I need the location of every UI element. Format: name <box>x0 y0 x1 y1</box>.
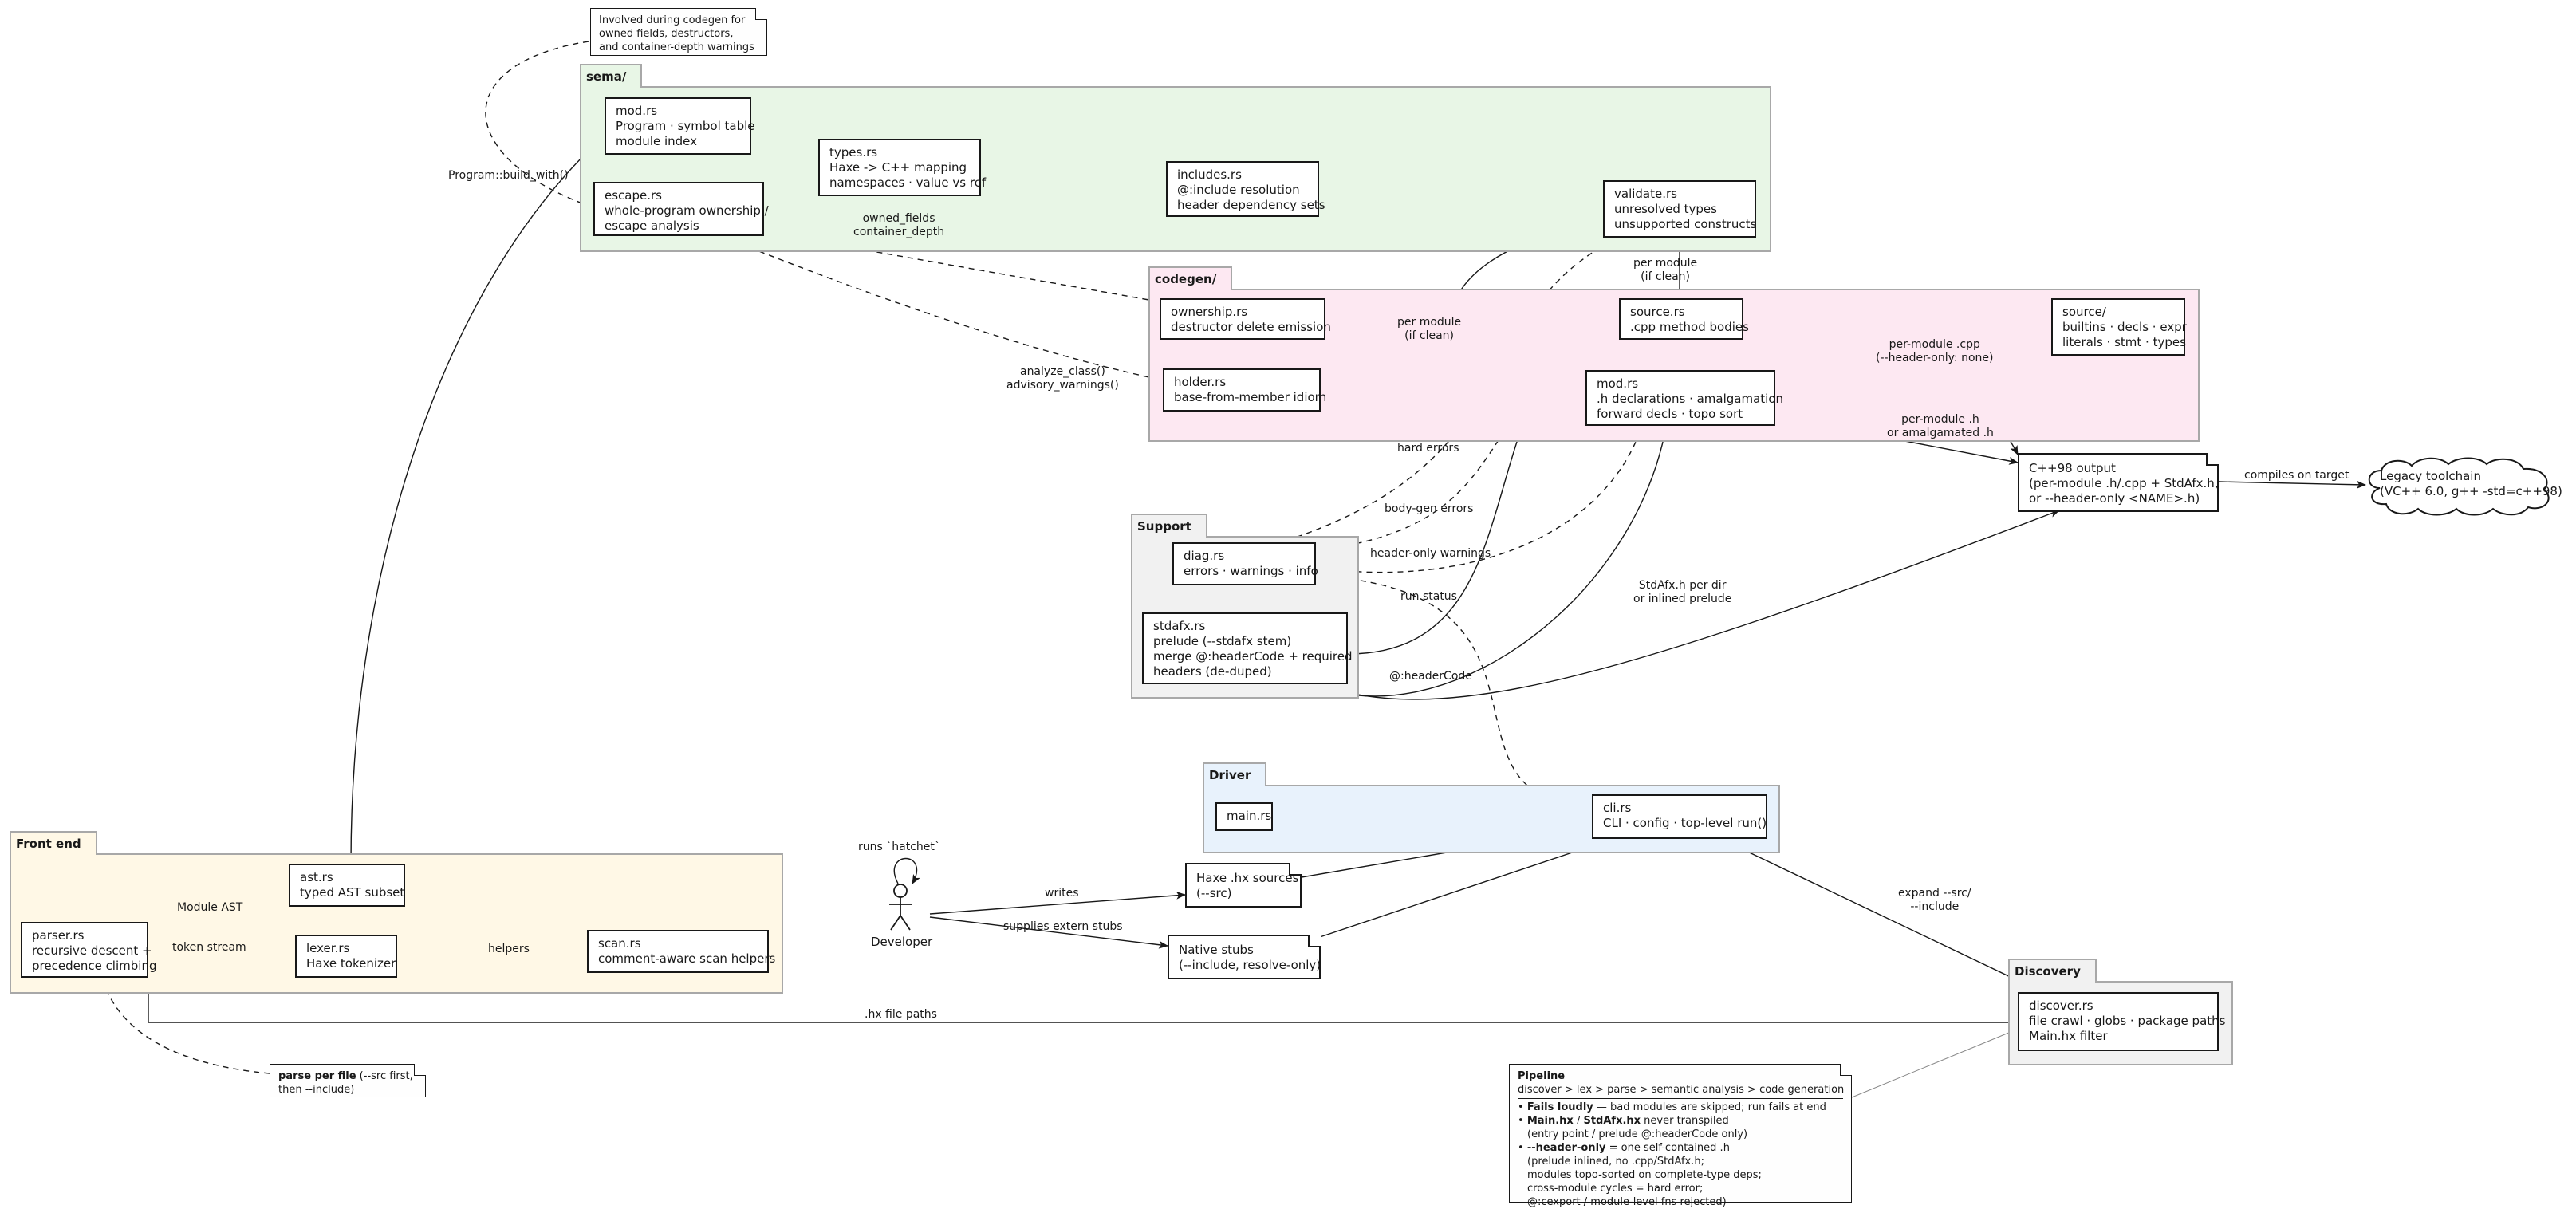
node-native-stubs[interactable]: Native stubs(--include, resolve-only) <box>1168 935 1321 979</box>
label-helpers: helpers <box>488 943 530 955</box>
label-token-stream: token stream <box>172 941 246 954</box>
label-compiles-on-target: compiles on target <box>2244 469 2350 482</box>
label-run-status: run status <box>1400 590 1457 603</box>
edge-dev-self <box>893 857 920 884</box>
label-body-gen-errors: body-gen errors <box>1385 502 1474 515</box>
label-header-only-warnings: header-only warnings <box>1370 547 1491 560</box>
edge-note-to-discover <box>1851 1030 2015 1098</box>
label-per-module-codegen: per module(if clean) <box>1397 316 1462 342</box>
edge-stubs-to-cli <box>1317 837 1613 939</box>
developer-actor-name: Developer <box>871 935 933 949</box>
node-haxe-sources[interactable]: Haxe .hx sources(--src) <box>1185 863 1302 908</box>
note-parse-per-file: parse per file (--src first, then --incl… <box>270 1064 426 1097</box>
package-sema-title: sema/ <box>580 64 643 88</box>
label-developer-self: runs `hatchet` <box>858 841 940 853</box>
edge-dev-to-haxe <box>929 891 1186 915</box>
node-source[interactable]: source.rs.cpp method bodies <box>1619 298 1749 340</box>
edge-validate-to-diag <box>1280 237 1620 544</box>
label-header-code: @:headerCode <box>1389 670 1472 683</box>
package-front-end-title: Front end <box>10 831 97 855</box>
edge-parse-note-to-parser <box>101 977 270 1074</box>
edge-cli-to-diag <box>1315 572 1596 806</box>
label-module-ast: Module AST <box>177 901 243 914</box>
edge-codegen-mod-to-diag <box>1315 422 1644 573</box>
label-hx-file-paths: .hx file paths <box>865 1008 937 1021</box>
node-toolchain-cloud[interactable] <box>2362 456 2558 517</box>
node-main[interactable]: main.rs <box>1215 802 1273 831</box>
package-discovery-title: Discovery <box>2008 959 2097 983</box>
edge-output-to-toolchain <box>2218 480 2366 489</box>
label-program-build: Program::build_with() <box>448 169 569 182</box>
package-support-title: Support <box>1131 514 1207 538</box>
edge-note-to-escape <box>485 41 594 208</box>
note-pipeline: Pipeline discover > lex > parse > semant… <box>1509 1064 1852 1208</box>
edge-stdafx-to-output <box>1307 510 2060 700</box>
label-hard-errors: hard errors <box>1397 442 1459 455</box>
edge-ast-to-sema-mod <box>350 135 605 864</box>
edge-cli-to-discover <box>1723 840 2033 988</box>
package-codegen-title: codegen/ <box>1148 266 1233 290</box>
label-writes: writes <box>1045 887 1079 900</box>
label-analyze-class: analyze_class()advisory_warnings() <box>1006 365 1119 392</box>
package-driver-title: Driver <box>1203 762 1267 786</box>
label-expand-src: expand --src/--include <box>1898 887 1971 913</box>
developer-actor-icon[interactable] <box>887 884 914 933</box>
label-per-module-validate: per module(if clean) <box>1633 257 1698 283</box>
label-supplies-extern-stubs: supplies extern stubs <box>1003 920 1123 933</box>
node-cpp-output[interactable]: C++98 output(per-module .h/.cpp + StdAfx… <box>2018 453 2219 512</box>
node-toolchain: Legacy toolchain(VC++ 6.0, g++ -std=c++9… <box>2380 469 2562 498</box>
edge-dev-to-stubs <box>929 916 1168 949</box>
label-per-module-cpp: per-module .cpp(--header-only: none) <box>1876 338 1994 364</box>
